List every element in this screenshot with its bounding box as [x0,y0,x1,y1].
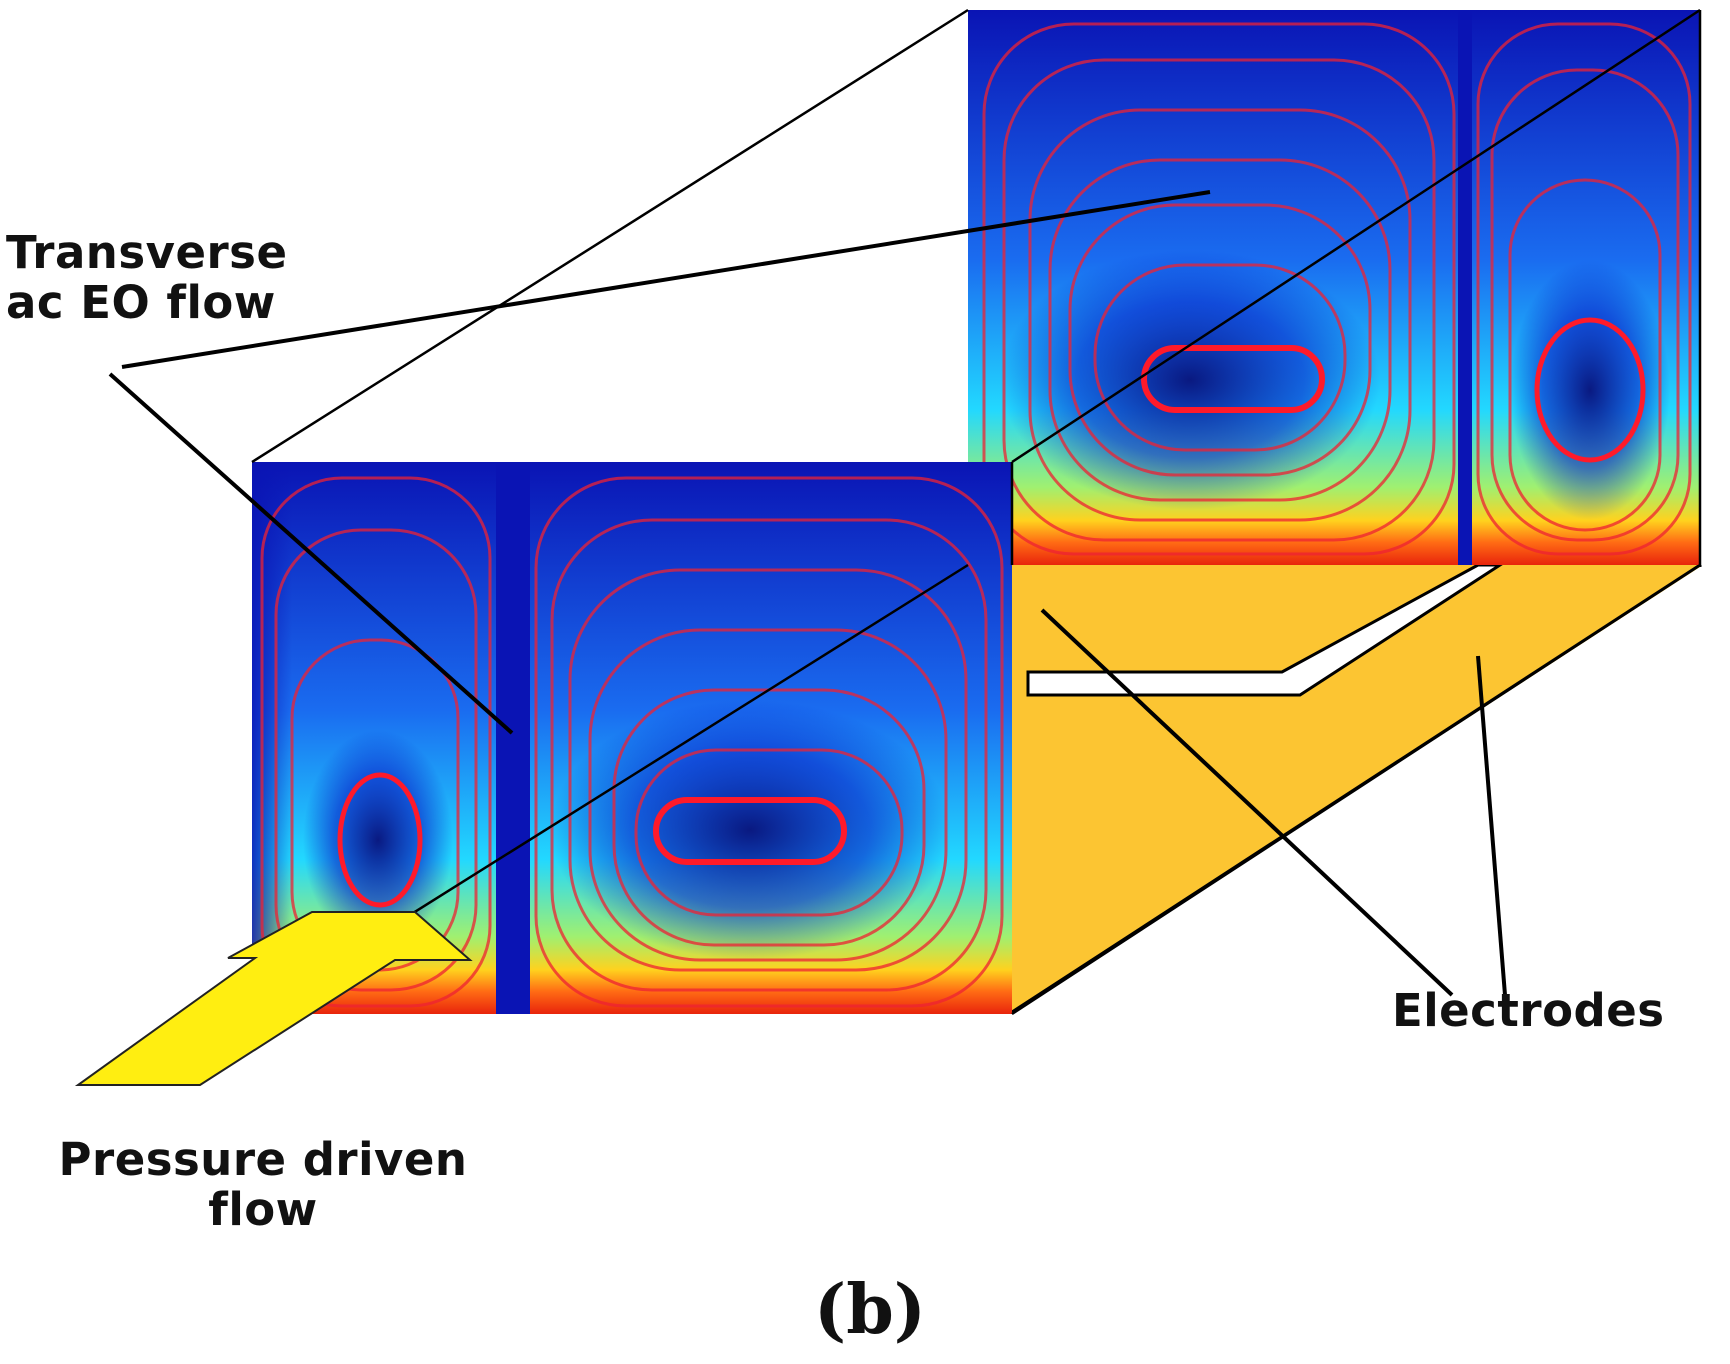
panel-label: (b) [814,1270,926,1350]
pressure-flow-label: Pressure driven flow [38,1133,488,1237]
transverse-label-line1: Transverse [6,226,288,279]
pressure-flow-arrow-icon [74,911,473,1086]
leader-lines [108,190,1507,997]
pressure-label-line2: flow [208,1183,318,1237]
transverse-label-line2: ac EO flow [6,276,276,330]
electrodes-label: Electrodes [1392,984,1665,1037]
back-cross-section [968,10,1700,565]
pressure-label-line1: Pressure driven [58,1133,468,1186]
front-cross-section [252,462,1012,1014]
transverse-flow-label: Transverse ac EO flow [6,226,288,330]
channel-outline [251,8,1702,1016]
